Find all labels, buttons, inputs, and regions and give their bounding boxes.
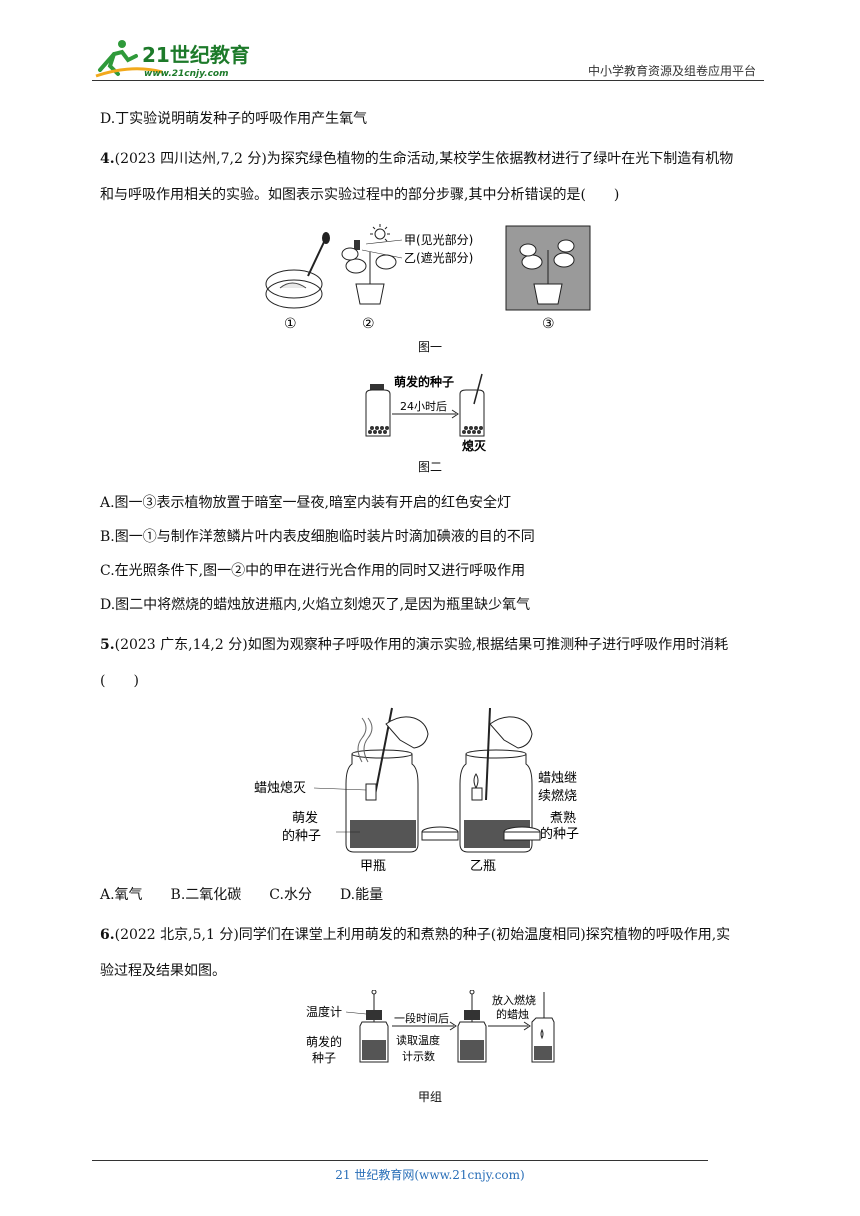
q5-label-burn1: 蜡烛继	[538, 771, 577, 786]
footer-divider	[92, 1160, 708, 1161]
q5-label-boiled2: 的种子	[540, 826, 579, 842]
q4-option-d: D.图二中将燃烧的蜡烛放进瓶内,火焰立刻熄灭了,是因为瓶里缺少氧气	[100, 597, 531, 613]
q6-line1: 6.(2022 北京,5,1 分)同学们在课堂上利用萌发的和煮熟的种子(初始温度…	[100, 927, 731, 943]
q6-line2: 验过程及结果如图。	[100, 963, 226, 979]
q6-label-after: 一段时间后	[394, 1011, 449, 1025]
header-divider	[92, 80, 764, 81]
runner-logo-icon	[95, 40, 163, 78]
q6-label-seed2: 种子	[312, 1051, 336, 1065]
q4-figure-2: 萌发的种子 24小时后 熄灭	[362, 370, 502, 454]
q4-option-a: A.图一③表示植物放置于暗室一昼夜,暗室内装有开启的红色安全灯	[100, 495, 512, 511]
q4-line1: 4.(2023 四川达州,7,2 分)为探究绿色植物的生命活动,某校学生依据教材…	[100, 151, 734, 167]
q6-label-seed1: 萌发的	[306, 1034, 342, 1049]
q4-number: 4.	[100, 151, 115, 167]
q5-label-jar2: 乙瓶	[470, 859, 496, 874]
q5-label-seed1: 萌发	[292, 810, 318, 826]
q5-figure: 蜡烛熄灭 萌发 的种子 蜡烛继 续燃烧 煮熟 的种子 甲瓶 乙瓶	[250, 704, 590, 876]
q4-line2: 和与呼吸作用相关的实验。如图表示实验过程中的部分步骤,其中分析错误的是( )	[100, 187, 620, 203]
q6-number: 6.	[100, 927, 115, 943]
fig1-label-1: ①	[284, 316, 297, 332]
q6-label-read2: 计示数	[402, 1050, 435, 1063]
fig1-label-2: ②	[362, 316, 375, 332]
fig1-caption: 图一	[417, 340, 442, 354]
q4-option-b: B.图一①与制作洋葱鳞片叶内表皮细胞临时装片时滴加碘液的目的不同	[100, 529, 535, 545]
label-jia: 甲(见光部分)	[404, 232, 473, 247]
logo-text: 21世纪教育	[142, 43, 250, 67]
q6-label-read1: 读取温度	[396, 1033, 440, 1047]
fig2-time: 24小时后	[400, 400, 447, 413]
q6-figure: 温度计 萌发的 种子 一段时间后 读取温度 计示数 放入燃烧 的蜡烛	[296, 989, 562, 1076]
label-yi: 乙(遮光部分)	[404, 250, 473, 265]
q4-figure-1: 甲(见光部分) 乙(遮光部分) ① ② ③	[262, 222, 598, 334]
footer-link[interactable]: 21 世纪教育网(www.21cnjy.com)	[335, 1168, 525, 1182]
fig1-label-3: ③	[542, 316, 555, 332]
fig2-out: 熄灭	[462, 438, 487, 453]
q5-label-out: 蜡烛熄灭	[254, 781, 306, 796]
sun-icon	[370, 224, 390, 242]
fig2-caption: 图二	[417, 460, 442, 474]
logo-url: www.21cnjy.com	[144, 69, 229, 79]
q5-number: 5.	[100, 637, 115, 653]
prev-option-d: D.丁实验说明萌发种子的呼吸作用产生氧气	[100, 111, 368, 127]
q5-label-burn2: 续燃烧	[538, 788, 577, 804]
q6-fig-caption: 甲组	[417, 1090, 442, 1104]
q4-option-c: C.在光照条件下,图一②中的甲在进行光合作用的同时又进行呼吸作用	[100, 563, 526, 579]
q5-label-jar1: 甲瓶	[360, 859, 386, 874]
q5-label-seed2: 的种子	[282, 828, 321, 844]
fig2-seeds: 萌发的种子	[394, 374, 454, 389]
q6-label-put2: 的蜡烛	[496, 1007, 529, 1021]
q5-line1: 5.(2023 广东,14,2 分)如图为观察种子呼吸作用的演示实验,根据结果可…	[100, 637, 729, 653]
platform-title: 中小学教育资源及组卷应用平台	[587, 64, 756, 78]
q6-label-put1: 放入燃烧	[492, 993, 536, 1007]
q5-options: A.氧气 B.二氧化碳 C.水分 D.能量	[100, 887, 384, 903]
q5-label-boiled1: 煮熟	[550, 810, 576, 826]
q5-line2: ( )	[100, 673, 139, 689]
site-logo: 21世纪教育 www.21cnjy.com	[92, 36, 262, 80]
q6-label-thermo: 温度计	[306, 1004, 342, 1019]
